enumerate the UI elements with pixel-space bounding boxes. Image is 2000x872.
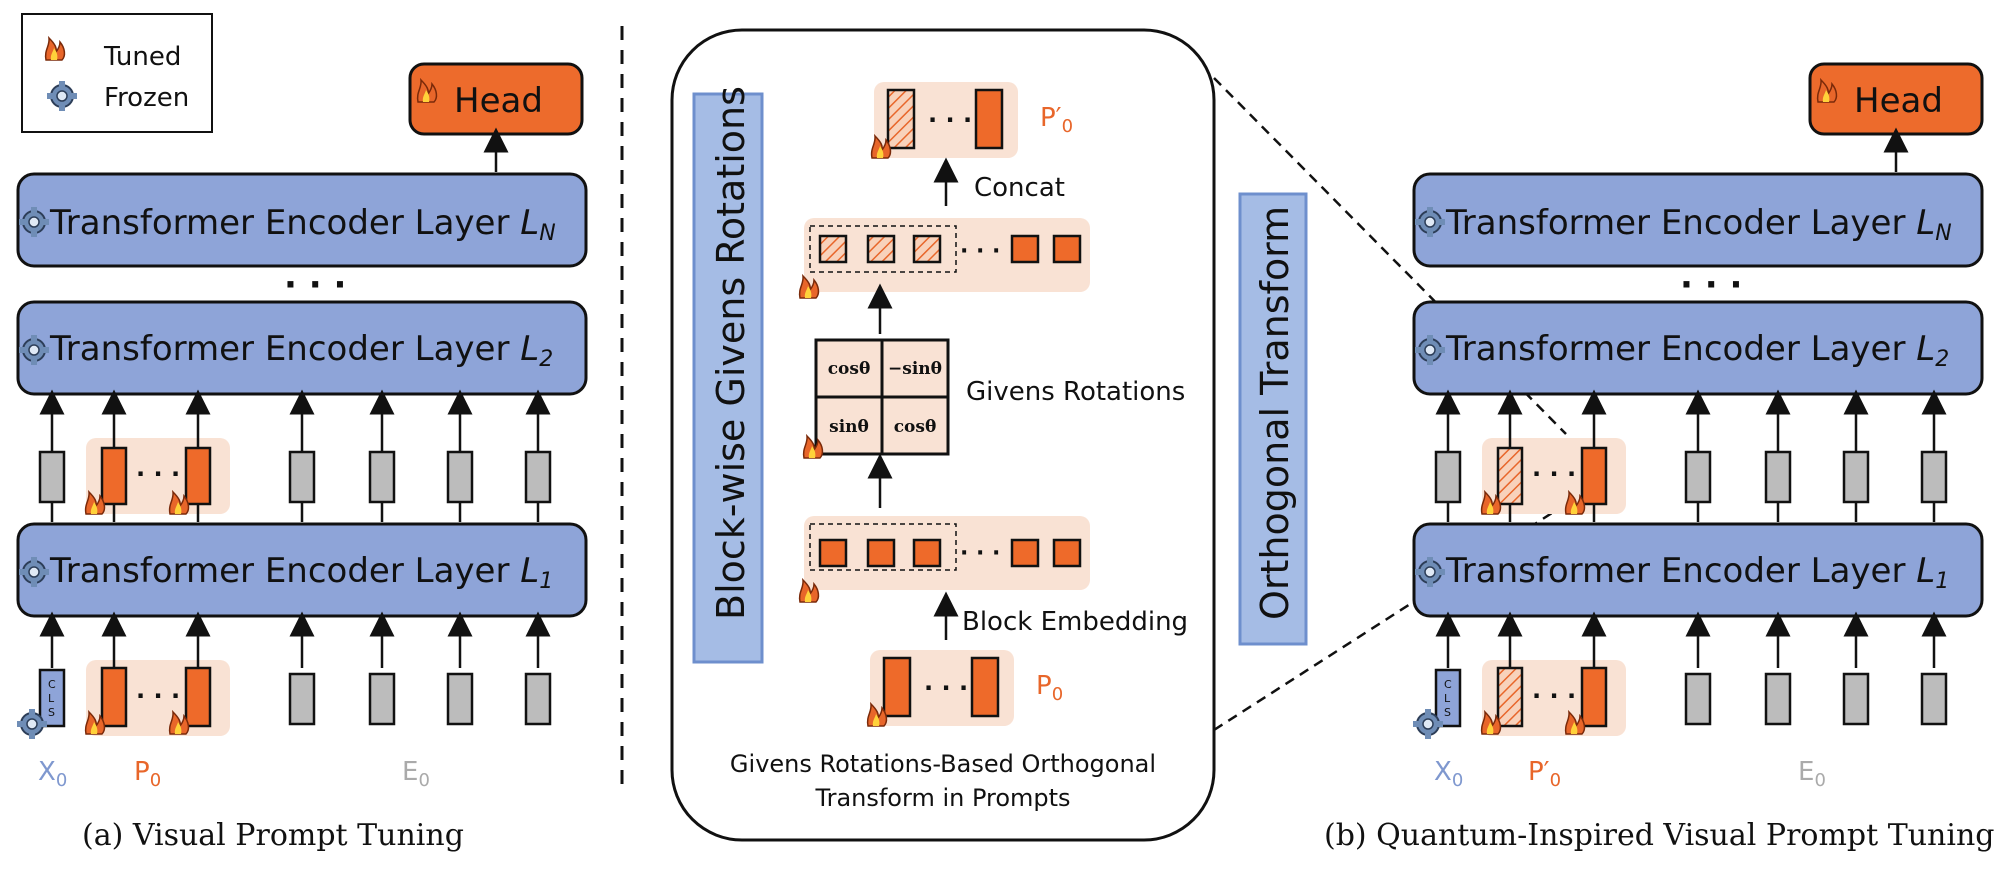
token — [1920, 450, 1948, 504]
token — [38, 450, 66, 504]
block-givens-label-box — [692, 92, 764, 664]
token — [1842, 672, 1870, 726]
svg-text:· · ·: · · · — [928, 106, 972, 134]
head-label: Head — [454, 81, 543, 121]
block-embedding-label: Block Embedding — [962, 607, 1188, 637]
givens-caption-line1: Givens Rotations-Based Orthogonal — [730, 750, 1156, 778]
rotated-block — [912, 234, 942, 264]
caption-b: (b) Quantum-Inspired Visual Prompt Tunin… — [1324, 818, 1995, 853]
orthogonal-label: Orthogonal Transform — [1253, 206, 1297, 620]
svg-text:· · ·: · · · — [960, 239, 1000, 264]
p0-label: P0 — [1036, 671, 1063, 705]
block — [1052, 234, 1082, 264]
rotated-prompt-token — [1496, 446, 1524, 506]
ellipsis: · · · — [284, 265, 346, 305]
encoder-layer-n — [1412, 172, 1984, 268]
rotated-prompt-token — [886, 88, 916, 150]
token — [524, 672, 552, 726]
token — [446, 672, 474, 726]
prompt-token — [1580, 666, 1608, 728]
legend-tuned-label: Tuned — [103, 42, 181, 72]
token — [368, 450, 396, 504]
legend-frozen-label: Frozen — [104, 83, 189, 113]
panel-a: Head Transformer Encoder Layer LN · · · … — [16, 62, 588, 853]
token — [288, 672, 316, 726]
token — [1684, 672, 1712, 726]
rotated-block — [818, 234, 848, 264]
prompt-token — [100, 446, 128, 506]
legend: Tuned Frozen — [21, 13, 213, 133]
matrix-cell: cosθ — [894, 417, 937, 437]
x0-label: X0 — [1434, 757, 1463, 791]
givens-caption-line2: Transform in Prompts — [814, 784, 1070, 812]
prompt-token — [974, 88, 1004, 150]
orthogonal-label-box — [1238, 192, 1308, 646]
caption-a: (a) Visual Prompt Tuning — [82, 818, 464, 853]
givens-matrix: cosθ −sinθ sinθ cosθ — [814, 338, 950, 456]
token — [446, 450, 474, 504]
svg-text:· · ·: · · · — [960, 541, 1000, 566]
svg-text:· · ·: · · · — [924, 674, 968, 702]
p0-label: P0 — [134, 757, 161, 791]
svg-text:· · ·: · · · — [1532, 460, 1576, 488]
token — [524, 450, 552, 504]
token — [1920, 672, 1948, 726]
token — [288, 450, 316, 504]
encoder-layer-1-label: Transformer Encoder Layer L1 — [1445, 551, 1949, 594]
token — [1434, 450, 1462, 504]
prompt-token — [882, 656, 912, 718]
x0-label: X0 — [38, 757, 67, 791]
concat-label: Concat — [974, 173, 1065, 203]
rotated-block — [866, 234, 896, 264]
encoder-layer-n-label: Transformer Encoder Layer LN — [49, 203, 556, 246]
prompt-token — [184, 446, 212, 506]
encoder-layer-n — [16, 172, 588, 268]
e0-label: E0 — [1798, 757, 1826, 791]
matrix-cell: cosθ — [828, 359, 871, 379]
encoder-layer-2-label: Transformer Encoder Layer L2 — [49, 329, 553, 372]
ellipsis: · · · — [1680, 265, 1742, 305]
block — [912, 538, 942, 568]
encoder-layer-2-label: Transformer Encoder Layer L2 — [1445, 329, 1949, 372]
givens-rotations-label: Givens Rotations — [966, 377, 1185, 407]
prompt-token — [970, 656, 1000, 718]
token — [1684, 450, 1712, 504]
prompt-token — [1580, 446, 1608, 506]
encoder-layer-1-label: Transformer Encoder Layer L1 — [49, 551, 553, 594]
rotated-prompt-token — [1496, 666, 1524, 728]
svg-text:· · ·: · · · — [1532, 682, 1576, 710]
block — [1010, 234, 1040, 264]
token — [368, 672, 396, 726]
prompt-token — [184, 666, 212, 728]
cls-token — [38, 668, 66, 728]
block — [866, 538, 896, 568]
token — [1842, 450, 1870, 504]
block-givens-label: Block-wise Givens Rotations — [709, 86, 753, 620]
matrix-cell: −sinθ — [888, 359, 942, 379]
svg-text:· · ·: · · · — [136, 460, 180, 488]
block — [818, 538, 848, 568]
e0-label: E0 — [402, 757, 430, 791]
encoder-layer-n-label: Transformer Encoder Layer LN — [1445, 203, 1952, 246]
matrix-cell: sinθ — [829, 417, 869, 437]
block — [1052, 538, 1082, 568]
token — [1764, 672, 1792, 726]
svg-text:· · ·: · · · — [136, 682, 180, 710]
p0-prime-label: P′0 — [1040, 103, 1073, 137]
p0-prime-label: P′0 — [1528, 757, 1561, 791]
block — [1010, 538, 1040, 568]
cls-token — [1434, 668, 1462, 728]
head-label: Head — [1854, 81, 1943, 121]
panel-b: Head Transformer Encoder Layer LN · · · … — [1324, 62, 1995, 853]
prompt-token — [100, 666, 128, 728]
panel-middle: Block-wise Givens Rotations · · · P′0 Co… — [670, 28, 1216, 842]
token — [1764, 450, 1792, 504]
